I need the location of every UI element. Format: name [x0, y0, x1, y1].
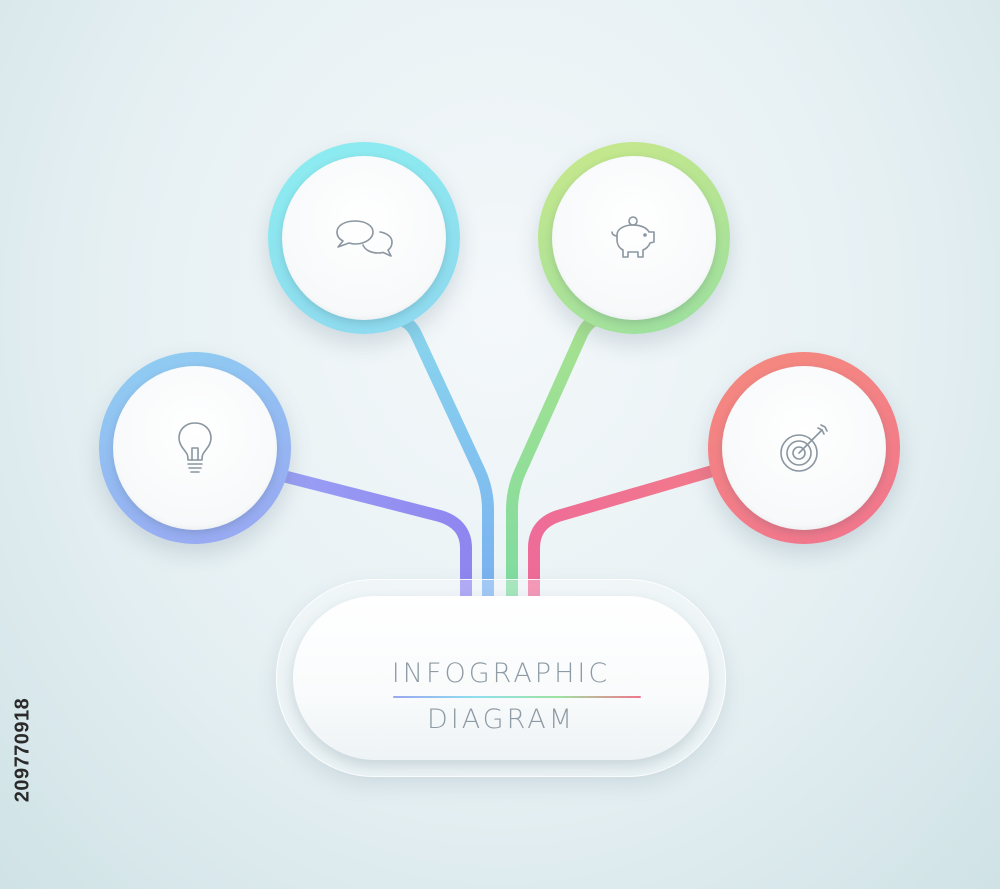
node-target [708, 352, 900, 544]
hub-divider [393, 696, 641, 698]
node-chat-face [282, 156, 446, 320]
hub-title-line2: DIAGRAM [426, 704, 576, 735]
hub-panel: INFOGRAPHIC DIAGRAM [293, 596, 709, 760]
connector-target [528, 464, 722, 601]
central-hub: INFOGRAPHIC DIAGRAM [276, 579, 726, 777]
stock-id-text: 209770918 [11, 697, 34, 803]
node-idea [99, 352, 291, 544]
target-arrow-icon [778, 422, 830, 474]
piggy-bank-icon [609, 215, 659, 261]
stock-id-label: 209770918 [10, 655, 36, 845]
connector-idea [277, 470, 472, 601]
speech-bubbles-icon [333, 218, 395, 258]
lightbulb-icon [175, 420, 215, 476]
node-savings-face [552, 156, 716, 320]
hub-title-line1: INFOGRAPHIC [391, 658, 611, 689]
connector-chat [394, 314, 494, 601]
connector-savings [506, 314, 602, 601]
node-savings [538, 142, 730, 334]
node-target-face [722, 366, 886, 530]
node-idea-face [113, 366, 277, 530]
node-chat [268, 142, 460, 334]
